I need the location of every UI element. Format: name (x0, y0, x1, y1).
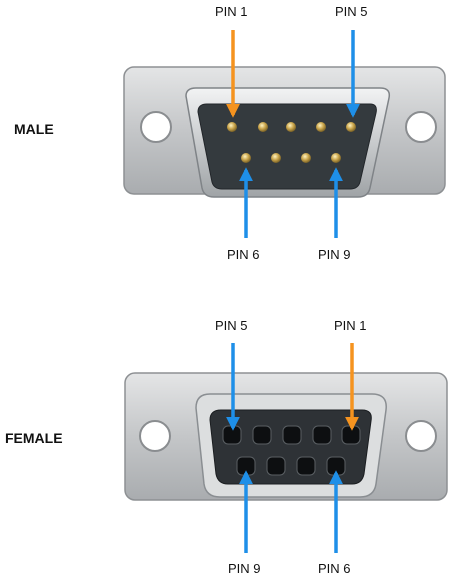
male-pin (331, 153, 341, 163)
male-pin (271, 153, 281, 163)
male-pin-row-top (227, 122, 356, 132)
male-pin (227, 122, 237, 132)
female-pin5-label: PIN 5 (215, 318, 248, 333)
male-pin6-label: PIN 6 (227, 247, 260, 262)
female-socket (252, 425, 272, 445)
male-pin (258, 122, 268, 132)
female-socket (236, 456, 256, 476)
female-section-label: FEMALE (5, 430, 63, 446)
female-pin1-label: PIN 1 (334, 318, 367, 333)
male-pin9-label: PIN 9 (318, 247, 351, 262)
pin-arrows (226, 30, 360, 553)
male-right-mounting-hole (405, 111, 437, 143)
male-pin (241, 153, 251, 163)
female-socket (266, 456, 286, 476)
female-socket (341, 425, 361, 445)
male-pin-row-bottom (241, 153, 341, 163)
female-socket (296, 456, 316, 476)
female-socket (326, 456, 346, 476)
male-pin (346, 122, 356, 132)
female-left-mounting-hole (139, 420, 171, 452)
male-section-label: MALE (14, 121, 54, 137)
female-socket (222, 425, 242, 445)
male-connector (123, 66, 446, 198)
female-connector (124, 372, 448, 501)
female-right-mounting-hole (405, 420, 437, 452)
male-pin1-label: PIN 1 (215, 4, 248, 19)
male-left-mounting-hole (140, 111, 172, 143)
male-pin (286, 122, 296, 132)
male-pin (301, 153, 311, 163)
male-pin (316, 122, 326, 132)
female-socket (312, 425, 332, 445)
male-pin5-label: PIN 5 (335, 4, 368, 19)
female-socket (282, 425, 302, 445)
male-pin-housing (197, 103, 377, 190)
female-pin9-label: PIN 9 (228, 561, 261, 576)
female-pin6-label: PIN 6 (318, 561, 351, 576)
